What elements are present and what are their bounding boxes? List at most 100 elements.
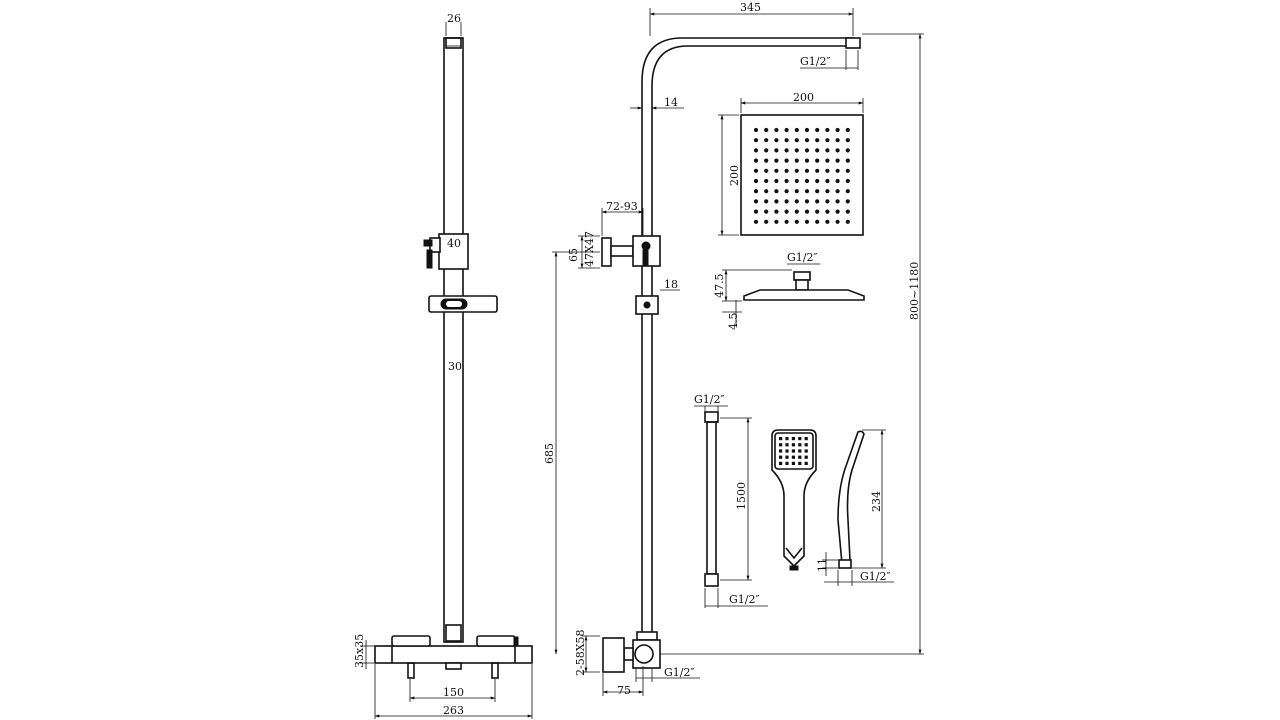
nozzle-dot [794,178,799,184]
nozzle-dot [835,189,840,194]
nozzle-dot [753,178,759,184]
nozzle-dot [774,168,779,173]
nozzle-dot [764,158,769,163]
nozzle-dot [774,189,779,194]
handset-nozzle-dot [798,455,802,459]
handset-nozzle-dot [785,461,789,465]
nozzle-dot [825,168,830,173]
front-riser-pipe [443,37,464,643]
nozzle-dot [753,138,759,143]
nozzle-dot [753,127,759,133]
handset-nozzle-dot [798,449,802,453]
nozzle-dot [804,199,810,204]
nozzle-dot [845,138,850,143]
handset-nozzle-dot [791,461,795,465]
dim-head-thickness: 47.5 [713,274,726,299]
side-wall-bracket [601,235,661,267]
front-top-cap [445,37,462,49]
nozzle-dot [784,178,789,184]
nozzle-dot [815,168,820,173]
dim-wall-bracket-plate: 47X47 [583,231,596,267]
handset-nozzle-dot [785,455,789,459]
nozzle-dot [804,189,810,194]
nozzle-dot [804,158,810,163]
nozzle-dot [825,148,830,153]
nozzle-dot [825,158,830,163]
dim-pipe: 30 [448,360,462,373]
dim-head-width: 200 [793,91,814,104]
nozzle-dot [835,209,840,214]
nozzle-dot [825,189,830,194]
nozzle-dot [764,209,769,214]
handset-nozzle-dot [791,443,795,447]
nozzle-dot [794,209,799,214]
dim-hose-length: 1500 [735,482,748,510]
nozzle-dot [753,158,759,163]
nozzle-dot [825,219,830,224]
handset-nozzle-dot [804,455,808,459]
nozzle-dot [804,138,810,143]
nozzle-dot [764,127,769,133]
nozzle-dot [784,148,789,153]
nozzle-dot [815,148,820,153]
nozzle-dot [835,158,840,163]
handset-nozzle-dot [779,443,783,447]
handset-nozzle-dot [779,449,783,453]
nozzle-dot [784,158,789,163]
nozzle-dot [804,219,810,224]
dim-head-height: 200 [728,165,741,186]
handset-nozzles [779,437,808,465]
dim-hose-bottom: G1/2″ [729,593,760,606]
dim-valve-width: 263 [443,704,464,717]
nozzle-dot [764,219,769,224]
nozzle-dot [845,168,850,173]
dim-handset-thread: 11 [816,558,829,572]
nozzle-dot [825,209,830,214]
nozzle-dot [804,148,810,153]
nozzle-dot [753,168,759,173]
shower-head-nozzles [753,127,850,224]
nozzle-dot [835,178,840,184]
nozzle-dot [784,127,789,133]
nozzle-dot [753,209,759,214]
nozzle-dot [835,168,840,173]
nozzle-dot [804,127,810,133]
handset-nozzle-dot [804,443,808,447]
nozzle-dot [845,158,850,163]
nozzle-dot [804,178,810,184]
nozzle-dot [774,209,779,214]
handset-side-view: 234 11 G1/2″ [816,429,894,586]
handset-nozzle-dot [791,437,795,441]
nozzle-dot [753,219,759,224]
nozzle-dot [784,209,789,214]
nozzle-dot [774,219,779,224]
dim-arm-reach: 345 [740,1,761,14]
handset-nozzle-dot [798,461,802,465]
nozzle-dot [845,189,850,194]
nozzle-dot [845,127,850,133]
nozzle-dot [794,158,799,163]
nozzle-dot [835,138,840,143]
dim-inlet-connection: G1/2″ [664,666,695,679]
dim-handset-length: 234 [870,491,883,512]
nozzle-dot [764,138,769,143]
nozzle-dot [784,219,789,224]
dim-valve-block: 35x35 [353,634,366,668]
front-soap-dish [428,295,498,313]
dim-height-total: 800~1180 [908,262,921,320]
nozzle-dot [794,138,799,143]
nozzle-dot [845,219,850,224]
handset-nozzle-dot [779,461,783,465]
shower-head-top-view: 200 200 [718,91,864,236]
nozzle-dot [764,199,769,204]
nozzle-dot [804,209,810,214]
nozzle-dot [825,127,830,133]
nozzle-dot [815,138,820,143]
nozzle-dot [815,219,820,224]
dim-head-plate: 4.5 [727,313,740,331]
nozzle-dot [764,168,769,173]
handset-nozzle-dot [785,449,789,453]
nozzle-dot [835,219,840,224]
dim-bar-top-width: 26 [447,12,461,25]
